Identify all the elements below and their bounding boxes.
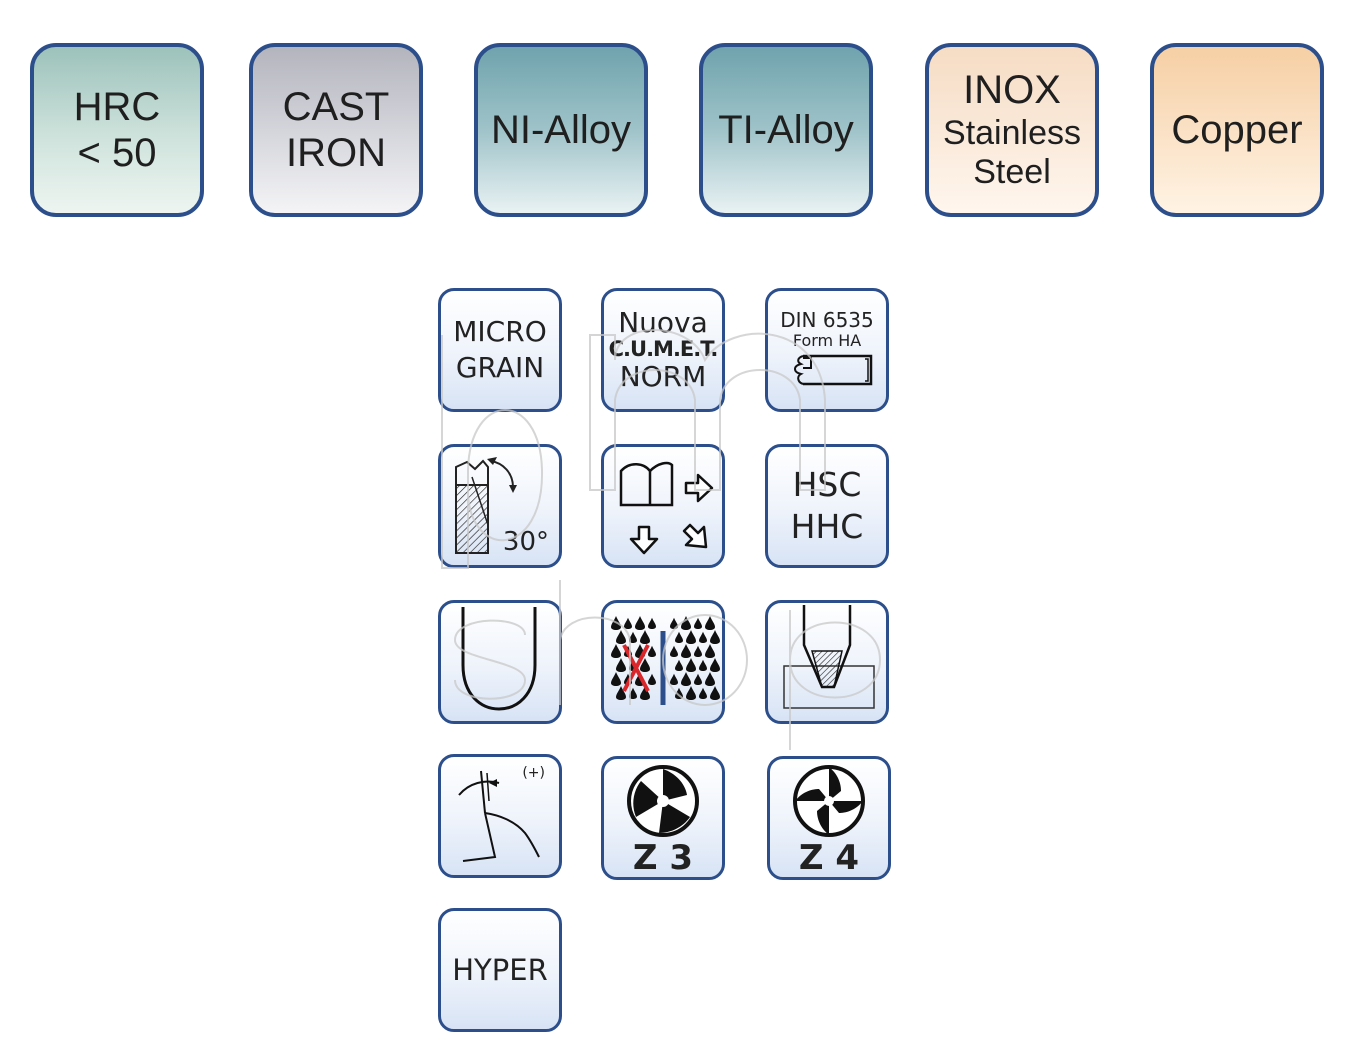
positive-rake-icon: (+) bbox=[438, 754, 562, 878]
coolant-drop bbox=[670, 673, 678, 685]
coolant-drop bbox=[616, 658, 626, 672]
coolant-drop bbox=[710, 630, 720, 644]
micrograin-line2: GRAIN bbox=[455, 351, 545, 384]
hsc-line2: HHC bbox=[790, 507, 864, 546]
coolant-drop bbox=[648, 617, 656, 629]
coolant-drop bbox=[699, 687, 707, 699]
material-copper: Copper bbox=[1150, 43, 1324, 217]
coolant-drop bbox=[699, 659, 707, 671]
three-flute-cross-section-icon bbox=[627, 765, 699, 837]
coolant-drop bbox=[611, 644, 621, 658]
material-inox-line1: INOX bbox=[963, 68, 1061, 113]
coolant-drop bbox=[648, 645, 656, 657]
coolant-drop bbox=[705, 672, 715, 686]
coolant-drop bbox=[686, 686, 696, 700]
material-ti-alloy-label: TI-Alloy bbox=[718, 107, 854, 152]
material-ti-alloy: TI-Alloy bbox=[699, 43, 873, 217]
chamfer-tool-drawing bbox=[783, 605, 875, 709]
ball-nose-icon bbox=[438, 600, 562, 724]
chamfer-icon bbox=[765, 600, 889, 724]
coolant-icon bbox=[601, 600, 725, 724]
coolant-drop bbox=[670, 645, 678, 657]
din-6535-icon: DIN 6535 Form HA bbox=[765, 288, 889, 412]
cumet-bottom: NORM bbox=[619, 359, 707, 393]
rake-angle-drawing bbox=[458, 770, 540, 862]
material-cast-iron: CAST IRON bbox=[249, 43, 423, 217]
coolant-drop bbox=[675, 631, 683, 643]
coolant-drop bbox=[629, 631, 637, 643]
material-hrc-line1: HRC bbox=[73, 84, 161, 129]
material-inox: INOX Stainless Steel bbox=[925, 43, 1099, 217]
coolant-drop bbox=[681, 644, 691, 658]
material-hrc: HRC < 50 bbox=[30, 43, 204, 217]
coolant-drop bbox=[694, 617, 702, 629]
coolant-drops-icon bbox=[611, 616, 720, 705]
coolant-drop bbox=[686, 630, 696, 644]
material-hrc-line2: < 50 bbox=[77, 131, 157, 175]
coolant-drop bbox=[675, 687, 683, 699]
din-line1: DIN 6535 bbox=[780, 308, 874, 332]
coolant-drop bbox=[705, 616, 715, 630]
hyper-coating-icon: HYPER bbox=[438, 908, 562, 1032]
coolant-drop bbox=[635, 616, 645, 630]
material-cast-iron-line1: CAST bbox=[282, 84, 390, 129]
four-flute-cross-section-icon bbox=[793, 765, 865, 837]
material-inox-line3: Steel bbox=[973, 153, 1051, 192]
cumet-top: Nuova bbox=[618, 305, 708, 339]
micrograin-icon: MICRO GRAIN bbox=[438, 288, 562, 412]
coolant-drop bbox=[705, 644, 715, 658]
helix-angle: 30° bbox=[502, 527, 549, 557]
coolant-drop bbox=[616, 630, 626, 644]
coolant-drop bbox=[675, 659, 683, 671]
material-cast-iron-line2: IRON bbox=[286, 131, 386, 175]
helix-30-icon: 30° bbox=[438, 444, 562, 568]
z4-label: Z 4 bbox=[798, 838, 860, 878]
cumet-brand: C.U.M.E.T. bbox=[608, 337, 719, 362]
hsc-hhc-icon: HSC HHC bbox=[765, 444, 889, 568]
feed-direction-arrows-icon bbox=[619, 461, 714, 555]
material-ni-alloy: NI-Alloy bbox=[474, 43, 648, 217]
coolant-drop bbox=[686, 658, 696, 672]
ball-nose-profile-icon bbox=[461, 607, 537, 711]
rake-sign: (+) bbox=[522, 765, 545, 781]
coolant-drop bbox=[624, 617, 632, 629]
micrograin-line1: MICRO bbox=[453, 314, 547, 348]
coolant-drop bbox=[681, 672, 691, 686]
coolant-drop bbox=[640, 658, 650, 672]
material-inox-line2: Stainless bbox=[943, 113, 1081, 152]
hsc-line1: HSC bbox=[792, 464, 862, 504]
coolant-drop bbox=[694, 673, 702, 685]
cylindrical-shank-icon bbox=[794, 354, 873, 386]
coolant-drop bbox=[611, 616, 621, 630]
din-line2: Form HA bbox=[792, 331, 862, 350]
coolant-drop bbox=[640, 630, 650, 644]
material-ni-alloy-label: NI-Alloy bbox=[490, 107, 632, 152]
milling-directions-icon bbox=[601, 444, 725, 568]
coolant-drop bbox=[648, 673, 656, 685]
cumet-norm-icon: Nuova C.U.M.E.T. NORM bbox=[601, 288, 725, 412]
coolant-drop bbox=[611, 672, 621, 686]
coolant-drop bbox=[681, 616, 691, 630]
coolant-drop bbox=[629, 687, 637, 699]
coolant-drop bbox=[710, 686, 720, 700]
z4-flutes-icon: Z 4 bbox=[767, 756, 891, 880]
coolant-drop bbox=[699, 631, 707, 643]
coolant-drop bbox=[694, 645, 702, 657]
coolant-drop bbox=[710, 658, 720, 672]
hyper-label: HYPER bbox=[452, 953, 548, 987]
coolant-drop bbox=[670, 617, 678, 629]
z3-label: Z 3 bbox=[632, 838, 694, 878]
coolant-drop bbox=[640, 686, 650, 700]
material-copper-label: Copper bbox=[1171, 107, 1303, 152]
z3-flutes-icon: Z 3 bbox=[601, 756, 725, 880]
